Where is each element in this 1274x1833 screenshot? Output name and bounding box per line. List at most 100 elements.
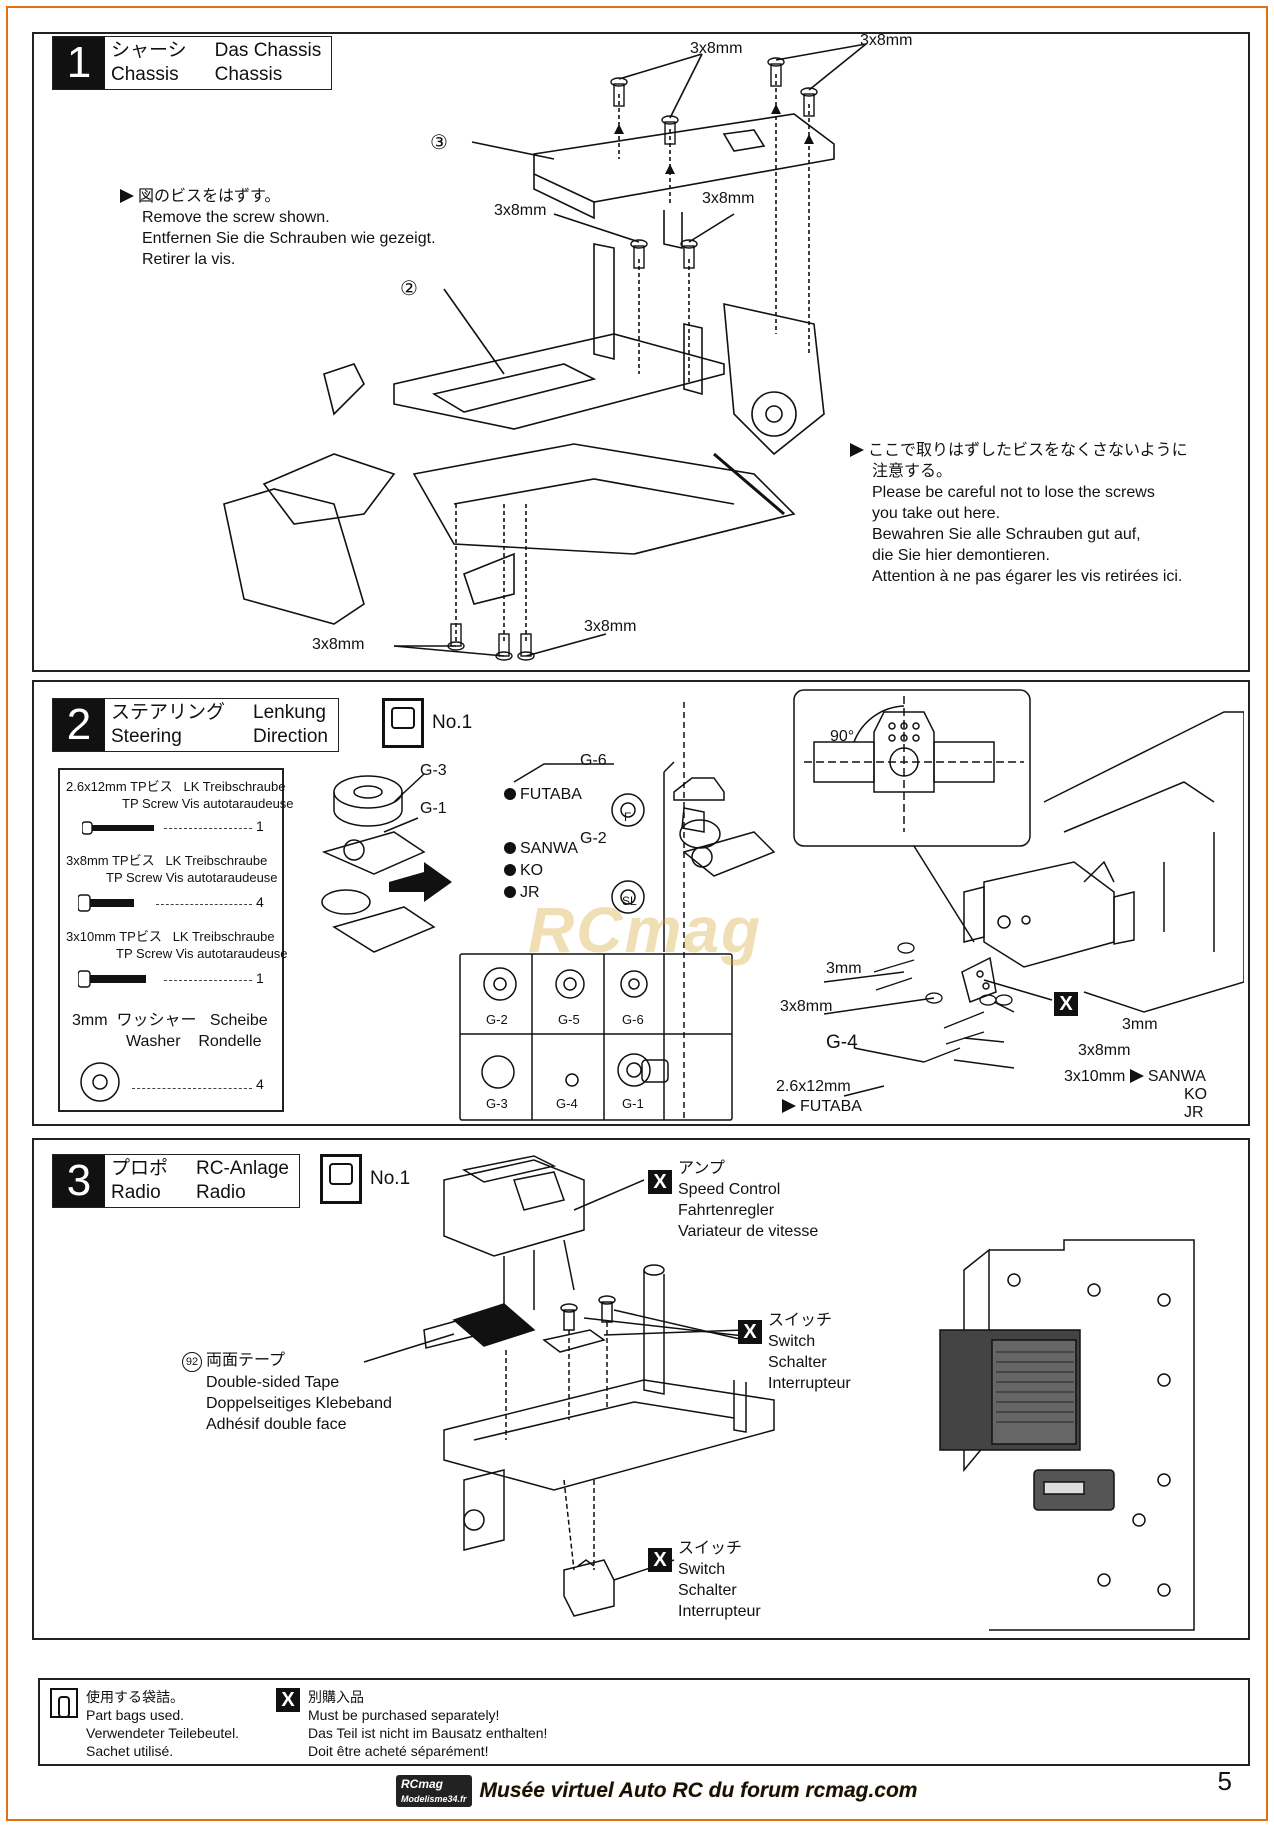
servo-saver-drawing	[321, 702, 776, 1122]
step-number: 1	[53, 37, 105, 89]
label-g1: G-1	[420, 800, 447, 817]
part-row: 2.6x12mm TPビス LK Treibschraube TP Screw …	[66, 779, 294, 811]
title-de: Lenkung	[253, 702, 326, 723]
title-de: Das Chassis	[214, 40, 322, 61]
washer-row: 3mm ワッシャー Scheibe Washer Rondelle	[72, 1012, 268, 1050]
x-purchase-icon: X	[1054, 992, 1078, 1016]
x-purchase-icon: X	[648, 1170, 672, 1194]
manual-page: 1 シャーシ Das Chassis Chassis Chassis	[6, 6, 1268, 1821]
label-g4: G-4	[826, 1032, 858, 1053]
label-g6: G-6	[580, 752, 607, 769]
legend-bag: 使用する袋詰。 Part bags used. Verwendeter Teil…	[50, 1688, 239, 1760]
keep-screws-note: ここで取りはずしたビスをなくさないように 注意する。 Please be car…	[850, 440, 1188, 587]
screw-label-3x8-top-left: 3x8mm	[690, 40, 743, 57]
bag-icon	[382, 698, 424, 748]
screw-icon	[78, 894, 134, 912]
dash-line	[156, 904, 252, 905]
arrow-icon	[782, 1099, 796, 1113]
step-number: 3	[53, 1155, 105, 1207]
screw-icon	[78, 970, 146, 988]
title-jp: ステアリング	[111, 702, 226, 723]
sprue-label: G-3	[486, 1096, 508, 1111]
label-2-6x12mm: 2.6x12mm	[776, 1078, 851, 1095]
sprue-label: G-1	[622, 1096, 644, 1111]
step1-panel: 1 シャーシ Das Chassis Chassis Chassis	[32, 32, 1250, 672]
label-3x10mm: 3x10mm SANWA	[1064, 1068, 1206, 1085]
label-g3: G-3	[420, 762, 447, 779]
bullet-icon	[504, 886, 516, 898]
label-3mm-b: 3mm	[1122, 1016, 1158, 1033]
label-futaba-right: FUTABA	[782, 1098, 862, 1116]
screw-label-3x8-mid-right: 3x8mm	[702, 190, 755, 207]
part-qty: 1	[256, 970, 264, 986]
step2-header: 2 ステアリング Lenkung Steering Direction	[52, 698, 339, 752]
arrow-icon	[1129, 1069, 1144, 1083]
x-purchase-icon: X	[276, 1688, 300, 1712]
label-futaba: FUTABA	[504, 786, 582, 804]
label-jr: JR	[504, 884, 540, 902]
label-f: F	[624, 810, 632, 824]
label-90-degree: 90°	[830, 728, 855, 745]
screw-label-3x8-bottom-left: 3x8mm	[312, 636, 365, 653]
title-fr: Radio	[196, 1182, 246, 1203]
rcmag-watermark: RCmag	[528, 894, 763, 966]
page-number: 5	[1217, 1766, 1232, 1796]
servo-mount-drawing	[793, 689, 1244, 1097]
title-en: Steering	[111, 726, 182, 747]
sprue-label: G-4	[556, 1096, 578, 1111]
step1-header: 1 シャーシ Das Chassis Chassis Chassis	[52, 36, 333, 90]
bag-no1: No.1	[320, 1154, 410, 1204]
label-sanwa: SANWA	[504, 840, 578, 858]
bullet-icon	[504, 788, 516, 800]
sprue-label: G-2	[486, 1012, 508, 1027]
footer-text[interactable]: Musée virtuel Auto RC du forum rcmag.com	[479, 1779, 918, 1803]
bag-no1: No.1	[382, 698, 472, 748]
screw-label-3x8-top-right: 3x8mm	[860, 32, 913, 49]
label-sl: SL	[622, 894, 637, 908]
part-number-3: ③	[430, 132, 448, 154]
x-purchase-icon: X	[738, 1320, 762, 1344]
chassis-drawing	[223, 43, 867, 661]
step2-panel: 2 ステアリング Lenkung Steering Direction No.1…	[32, 680, 1250, 1126]
title-en: Chassis	[111, 64, 179, 85]
part-qty: 1	[256, 818, 264, 834]
title-jp: シャーシ	[111, 40, 187, 61]
screw-label-3x8-bottom-right: 3x8mm	[584, 618, 637, 635]
step-number: 2	[53, 699, 105, 751]
label-3x8mm-b: 3x8mm	[1078, 1042, 1131, 1059]
label-g2: G-2	[580, 830, 607, 847]
label-ko: KO	[504, 862, 543, 880]
title-de: RC-Anlage	[196, 1158, 289, 1179]
title-fr: Chassis	[214, 64, 283, 85]
bag-icon	[50, 1688, 78, 1718]
part-row: 3x10mm TPビス LK Treibschraube TP Screw Vi…	[66, 929, 288, 961]
title-en: Radio	[111, 1182, 161, 1203]
label-jr-right: JR	[1184, 1104, 1204, 1121]
arrow-icon	[120, 189, 134, 203]
sprue-label: G-6	[622, 1012, 644, 1027]
label-3mm-a: 3mm	[826, 960, 862, 977]
washer-icon	[80, 1062, 120, 1102]
legend-x: X 別購入品 Must be purchased separately! Das…	[276, 1688, 547, 1760]
bag-icon	[320, 1154, 362, 1204]
bullet-icon	[504, 842, 516, 854]
dash-line	[132, 1088, 252, 1089]
step3-panel: 3 プロポ RC-Anlage Radio Radio No.1	[32, 1138, 1250, 1640]
part-row: 3x8mm TPビス LK Treibschraube TP Screw Vis…	[66, 853, 278, 885]
bullet-icon	[504, 864, 516, 876]
part-number-2: ②	[400, 278, 418, 300]
arrow-icon	[850, 443, 864, 457]
legend-panel: 使用する袋詰。 Part bags used. Verwendeter Teil…	[38, 1678, 1250, 1766]
dash-line	[164, 980, 252, 981]
part-number-circle: 92	[182, 1352, 202, 1372]
radio-install-drawing	[363, 1155, 1195, 1631]
sprue-label: G-5	[558, 1012, 580, 1027]
step3-header: 3 プロポ RC-Anlage Radio Radio	[52, 1154, 300, 1208]
screw-icon	[82, 821, 154, 835]
switch-note-upper: スイッチ Switch Schalter Interrupteur	[768, 1312, 851, 1392]
title-fr: Direction	[253, 726, 328, 747]
switch-note-lower: スイッチ Switch Schalter Interrupteur	[678, 1540, 761, 1620]
screw-label-3x8-mid-left: 3x8mm	[494, 202, 547, 219]
